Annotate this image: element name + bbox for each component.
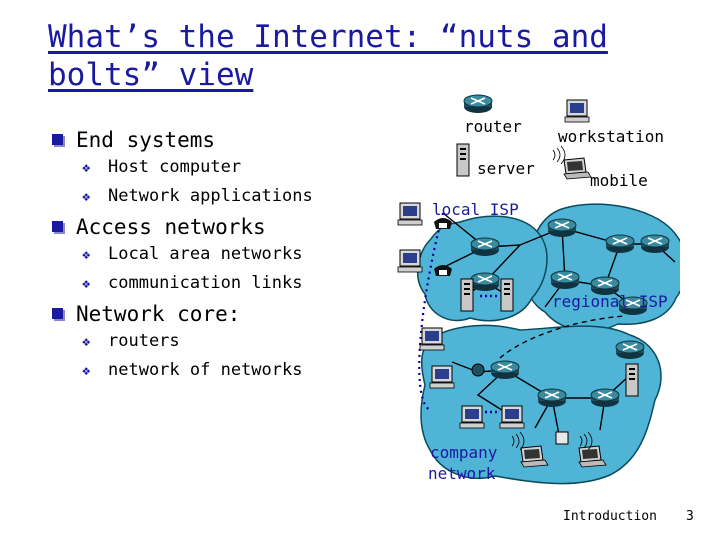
legend-label-server: server (477, 159, 535, 178)
sub-bullet-text: network of networks (108, 360, 302, 380)
server-icon (626, 364, 638, 396)
workstation-icon (460, 406, 484, 428)
local-isp-label: local ISP (432, 200, 519, 219)
router-icon (538, 389, 566, 407)
square-bullet-icon (52, 134, 63, 145)
router-icon (471, 238, 499, 256)
router-icon (548, 219, 576, 237)
router-icon (491, 361, 519, 379)
legend-label-mobile: mobile (590, 171, 648, 190)
slide-title: What’s the Internet: “nuts and bolts” vi… (48, 18, 608, 94)
regional-isp-label: regional ISP (552, 292, 668, 311)
workstation-icon (500, 406, 524, 428)
router-icon (606, 235, 634, 253)
satellite-dish-icon (472, 364, 484, 376)
bullet-access-networks: Access networks (52, 215, 382, 239)
page-number: 3 (686, 509, 694, 524)
server-icon (501, 279, 513, 311)
workstation-icon (420, 328, 444, 350)
server-icon (457, 144, 469, 176)
diamond-bullet-icon: ❖ (82, 158, 90, 178)
sub-bullet-text: routers (108, 331, 180, 351)
server-icon (461, 279, 473, 311)
phone-modem-icon (434, 218, 452, 229)
diamond-bullet-icon: ❖ (82, 187, 90, 207)
diamond-bullet-icon: ❖ (82, 245, 90, 265)
router-icon (616, 341, 644, 359)
sub-bullet-network-applications: ❖ Network applications (52, 186, 382, 206)
sub-bullet-text: Network applications (108, 186, 313, 206)
router-icon (641, 235, 669, 253)
square-bullet-icon (52, 221, 63, 232)
title-line-1: What’s the Internet: “nuts and (48, 18, 608, 56)
workstation-icon (398, 203, 422, 225)
diamond-bullet-icon: ❖ (82, 361, 90, 381)
workstation-icon (565, 100, 589, 122)
access-point-icon (556, 432, 568, 444)
company-network-label-line1: company (430, 443, 498, 462)
mobile-laptop-icon (564, 158, 591, 179)
footer-section-label: Introduction (563, 509, 657, 524)
wireless-signal-icon (553, 146, 565, 164)
bullet-network-core: Network core: (52, 302, 382, 326)
router-icon (591, 389, 619, 407)
sub-bullet-text: Local area networks (108, 244, 302, 264)
bullet-end-systems: End systems (52, 128, 382, 152)
workstation-icon (398, 250, 422, 272)
bullet-list: End systems ❖ Host computer ❖ Network appl… (52, 128, 382, 389)
sub-bullet-text: Host computer (108, 157, 241, 177)
bullet-group-end-systems: End systems ❖ Host computer ❖ Network appl… (52, 128, 382, 206)
router-icon (471, 273, 499, 291)
legend-label-router: router (464, 117, 522, 136)
diamond-bullet-icon: ❖ (82, 274, 90, 294)
title-line-2: bolts” view (48, 56, 253, 94)
bullet-group-access-networks: Access networks ❖ Local area networks ❖ co… (52, 215, 382, 293)
sub-bullet-text: communication links (108, 273, 302, 293)
diamond-bullet-icon: ❖ (82, 332, 90, 352)
workstation-icon (430, 366, 454, 388)
sub-bullet-routers: ❖ routers (52, 331, 382, 351)
sub-bullet-communication-links: ❖ communication links (52, 273, 382, 293)
sub-bullet-host-computer: ❖ Host computer (52, 157, 382, 177)
sub-bullet-local-area-networks: ❖ Local area networks (52, 244, 382, 264)
router-icon (464, 95, 492, 113)
bullet-text: Network core: (76, 302, 240, 326)
sub-bullet-network-of-networks: ❖ network of networks (52, 360, 382, 380)
bullet-text: End systems (76, 128, 215, 152)
bullet-text: Access networks (76, 215, 266, 239)
square-bullet-icon (52, 308, 63, 319)
router-icon (551, 271, 579, 289)
company-network-label-line2: network (428, 464, 496, 483)
legend-label-workstation: workstation (558, 127, 664, 146)
internet-diagram: router server workstation mobile local I… (380, 90, 680, 490)
bullet-group-network-core: Network core: ❖ routers ❖ network of netwo… (52, 302, 382, 380)
